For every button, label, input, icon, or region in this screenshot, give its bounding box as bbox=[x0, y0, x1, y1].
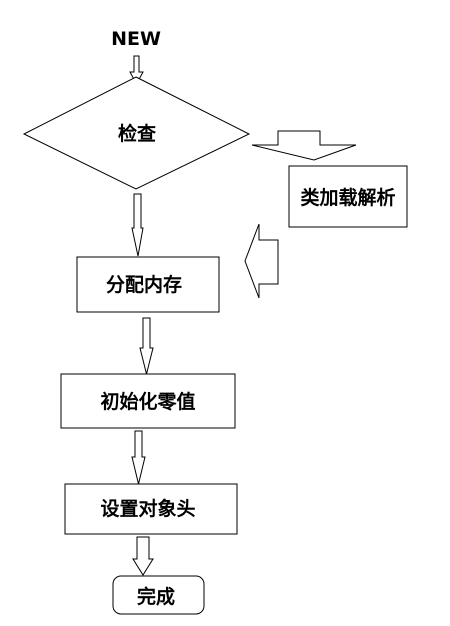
done-box bbox=[112, 575, 205, 615]
zero-init-box bbox=[60, 373, 236, 429]
arrow-new-to-check bbox=[129, 55, 144, 86]
check-label: 检查 bbox=[118, 122, 157, 145]
arrow-header-to-done bbox=[132, 536, 154, 576]
arrow-zero-init-to-header bbox=[131, 430, 146, 485]
object-header-label: 设置对象头 bbox=[100, 497, 195, 520]
check-diamond bbox=[22, 76, 251, 190]
class-loading-box bbox=[288, 165, 408, 228]
arrow-check-to-allocate bbox=[131, 193, 144, 257]
done-label: 完成 bbox=[137, 585, 175, 608]
object-header-box bbox=[64, 483, 238, 535]
zero-init-label: 初始化零值 bbox=[100, 390, 195, 413]
arrow-class-loading-back bbox=[244, 223, 279, 299]
class-loading-label: 类加载解析 bbox=[300, 186, 395, 209]
arrow-allocate-to-zero-init bbox=[139, 317, 154, 375]
arrow-check-to-class-loading bbox=[251, 130, 357, 161]
allocate-memory-box bbox=[76, 256, 220, 313]
start-label: NEW bbox=[111, 28, 161, 50]
allocate-memory-label: 分配内存 bbox=[106, 273, 182, 296]
